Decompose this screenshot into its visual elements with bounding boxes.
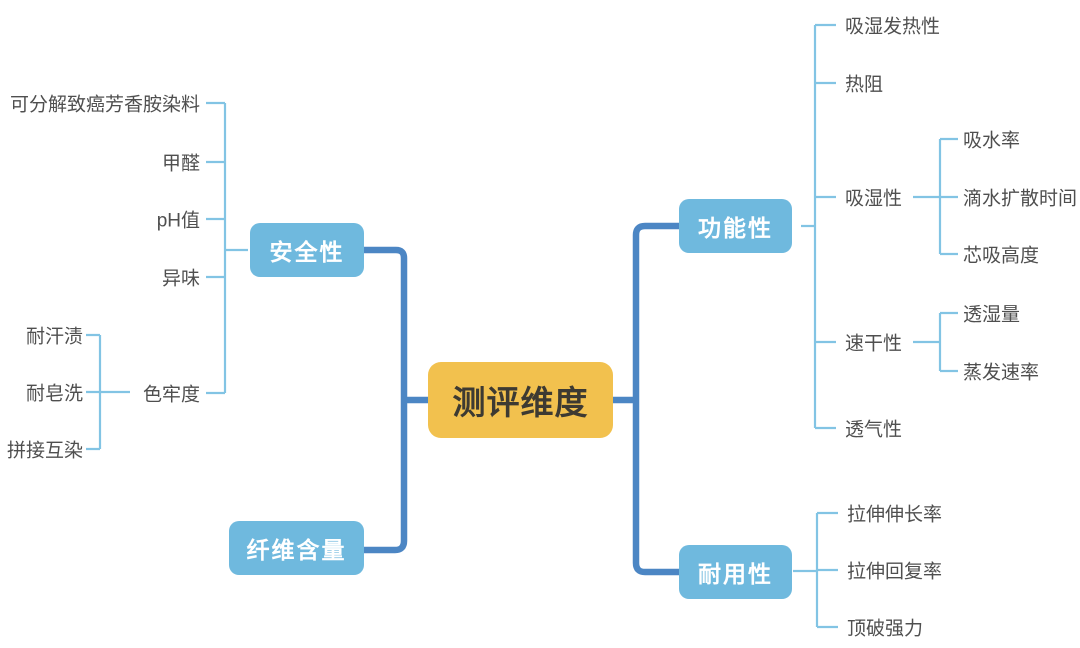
connector-right-thick xyxy=(609,222,683,576)
connector-left-thick xyxy=(360,246,432,554)
topic-splice-cross-staining[interactable]: 拼接互染 xyxy=(6,440,83,462)
connector-quick-dry-children xyxy=(913,311,958,373)
topic-carcinogenic-aromatic-amine-dyes[interactable]: 可分解致癌芳香胺染料 xyxy=(9,94,200,116)
topic-wicking-height[interactable]: 芯吸高度 xyxy=(963,245,1040,267)
topic-soap-wash-resistance[interactable]: 耐皂洗 xyxy=(25,383,83,405)
branch-functionality[interactable]: 功能性 xyxy=(679,199,792,253)
topic-moisture-permeability[interactable]: 透湿量 xyxy=(963,304,1021,326)
topic-bursting-strength[interactable]: 顶破强力 xyxy=(847,618,924,640)
topic-evaporation-rate[interactable]: 蒸发速率 xyxy=(963,362,1040,384)
connector-durability-children xyxy=(793,511,838,629)
connector-functionality-children xyxy=(801,23,836,430)
connector-safety-children xyxy=(206,101,248,395)
topic-moisture-absorption-heating[interactable]: 吸湿发热性 xyxy=(845,16,941,38)
topic-drip-diffusion-time[interactable]: 滴水扩散时间 xyxy=(963,188,1078,210)
branch-safety[interactable]: 安全性 xyxy=(250,223,364,277)
topic-ph-value[interactable]: pH值 xyxy=(156,210,200,232)
topic-air-permeability[interactable]: 透气性 xyxy=(845,419,903,441)
topic-sweat-resistance[interactable]: 耐汗渍 xyxy=(25,326,83,348)
topic-color-fastness[interactable]: 色牢度 xyxy=(142,384,200,406)
topic-formaldehyde[interactable]: 甲醛 xyxy=(161,153,200,175)
topic-odor[interactable]: 异味 xyxy=(161,268,200,290)
topic-quick-drying[interactable]: 速干性 xyxy=(845,333,903,355)
connector-color-fastness-children xyxy=(86,333,130,451)
topic-water-absorption-rate[interactable]: 吸水率 xyxy=(963,130,1021,152)
topic-tensile-elongation-rate[interactable]: 拉伸伸长率 xyxy=(847,504,943,526)
topic-thermal-resistance[interactable]: 热阻 xyxy=(845,74,884,96)
root-topic[interactable]: 测评维度 xyxy=(428,362,613,438)
connector-hygroscopicity-children xyxy=(913,137,958,256)
branch-durability[interactable]: 耐用性 xyxy=(679,545,792,599)
branch-fiber-content[interactable]: 纤维含量 xyxy=(229,521,364,575)
topic-tensile-recovery-rate[interactable]: 拉伸回复率 xyxy=(847,561,943,583)
topic-hygroscopicity[interactable]: 吸湿性 xyxy=(845,188,903,210)
